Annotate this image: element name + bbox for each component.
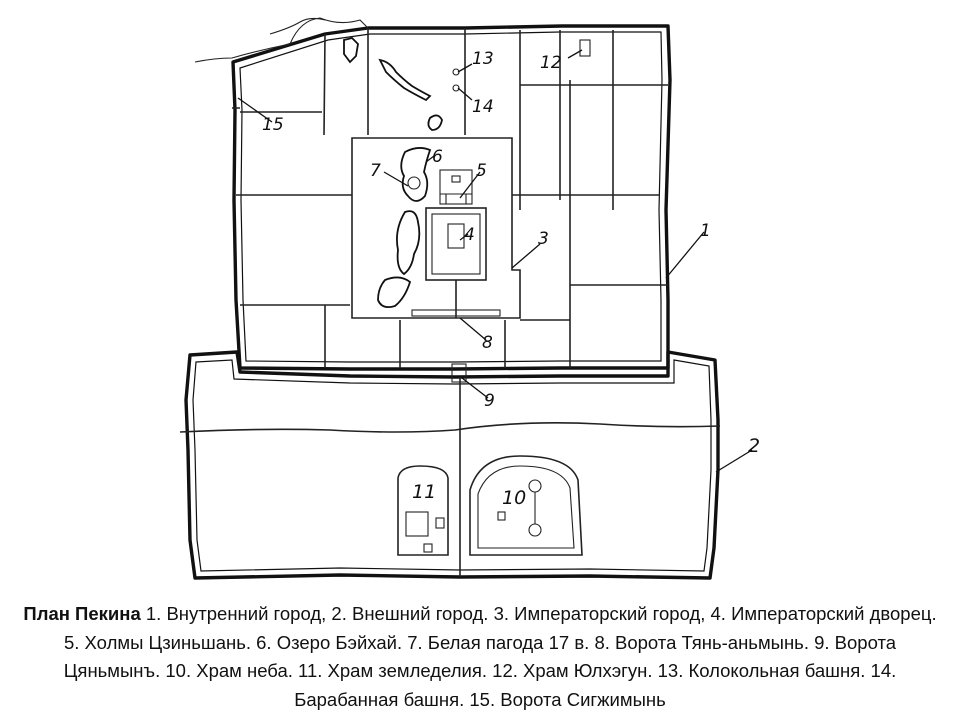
white-pagoda xyxy=(407,176,421,190)
circular-altar xyxy=(528,523,542,537)
label-14: 14 xyxy=(472,97,494,117)
imperial-palace-inner xyxy=(431,213,481,275)
leader-12 xyxy=(567,49,583,59)
outer-city-wall-inner-line xyxy=(192,359,712,572)
label-5: 5 xyxy=(476,161,487,181)
leader-14 xyxy=(457,87,473,101)
leader-2 xyxy=(715,449,753,473)
leader-15 xyxy=(237,97,273,123)
label-3: 3 xyxy=(538,229,549,249)
inner-city-wall xyxy=(231,24,672,371)
label-4: 4 xyxy=(464,225,475,245)
leader-9 xyxy=(461,377,489,399)
shichahai-lake xyxy=(378,58,432,102)
temple-of-agriculture xyxy=(397,465,449,556)
label-11: 11 xyxy=(412,481,436,503)
outer-city-wall xyxy=(184,350,720,580)
caption-title: План Пекина xyxy=(23,603,141,624)
beijing-plan-map: 1 2 3 4 5 6 7 8 9 10 11 12 13 14 15 xyxy=(179,17,760,580)
leader-5 xyxy=(459,171,481,199)
outer-city-street xyxy=(179,422,721,433)
beihai-lake xyxy=(400,147,432,202)
palace-hall xyxy=(447,223,465,249)
leader-6 xyxy=(425,155,435,163)
inner-city-wall-inner-line xyxy=(239,31,663,363)
leader-7 xyxy=(383,171,409,187)
jingshan-hill xyxy=(439,169,473,205)
yonghegong-temple xyxy=(579,39,591,57)
leader-3 xyxy=(511,243,541,269)
agriculture-small xyxy=(435,517,445,529)
heaven-small xyxy=(497,511,506,521)
label-10: 10 xyxy=(502,487,526,509)
hall-of-prayer xyxy=(528,479,542,493)
temple-of-heaven xyxy=(469,455,583,556)
jingshan-steps xyxy=(440,193,472,204)
label-1: 1 xyxy=(700,221,711,241)
label-2: 2 xyxy=(748,435,760,457)
label-13: 13 xyxy=(472,49,494,69)
tiananmen-gate xyxy=(411,309,501,317)
map-caption: План Пекина 1. Внутренний город, 2. Внеш… xyxy=(14,600,946,714)
inner-streets xyxy=(232,28,668,368)
imperial-city-wall xyxy=(351,137,521,319)
temple-of-heaven-inner xyxy=(477,465,575,549)
leader-4 xyxy=(459,233,469,241)
small-lake xyxy=(427,114,443,131)
south-lake xyxy=(377,276,412,309)
qianmen-gate xyxy=(451,363,467,383)
label-12: 12 xyxy=(540,53,562,73)
leader-1 xyxy=(665,231,705,279)
label-15: 15 xyxy=(262,115,284,135)
drum-tower xyxy=(452,84,460,92)
north-pond xyxy=(343,37,359,64)
north-moat-lines xyxy=(269,17,326,35)
north-moat xyxy=(194,17,369,63)
agriculture-altar xyxy=(423,543,433,553)
leader-8 xyxy=(459,317,487,341)
imperial-palace xyxy=(425,207,487,281)
label-9: 9 xyxy=(484,391,495,411)
label-8: 8 xyxy=(482,333,493,353)
agriculture-inner xyxy=(405,511,429,537)
label-6: 6 xyxy=(432,147,443,167)
jingshan-pavilion xyxy=(451,175,461,183)
middle-lake xyxy=(396,210,421,276)
label-7: 7 xyxy=(370,161,381,181)
caption-text: 1. Внутренний город, 2. Внешний город. 3… xyxy=(63,603,937,710)
leader-13 xyxy=(457,63,473,73)
